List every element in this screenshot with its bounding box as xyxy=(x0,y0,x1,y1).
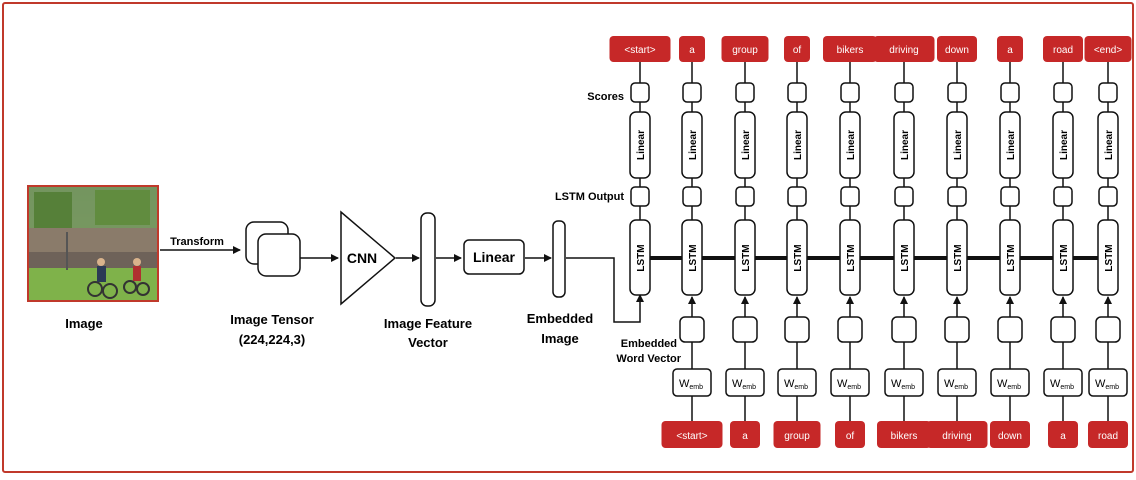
image-feature-vector xyxy=(421,213,435,306)
embedded-word-vector xyxy=(838,317,862,342)
image-feature-label-2: Vector xyxy=(408,335,448,350)
lstm-output-box xyxy=(788,187,806,206)
embedded-word-vector xyxy=(680,317,704,342)
linear-cell-label: Linear xyxy=(900,130,911,160)
lstm-columns: <start>LinearLSTMaLinearLSTMWemb<start>g… xyxy=(610,36,1132,448)
linear-cell-label: Linear xyxy=(1006,130,1017,160)
lstm-cell-label: LSTM xyxy=(846,244,857,271)
lstm-cell-label: LSTM xyxy=(1104,244,1115,271)
score-box xyxy=(736,83,754,102)
linear-cell-label: Linear xyxy=(953,130,964,160)
embedded-image-label-2: Image xyxy=(541,331,579,346)
lstm-cell-label: LSTM xyxy=(1006,244,1017,271)
linear-cell-label: Linear xyxy=(741,130,752,160)
linear-label: Linear xyxy=(473,249,516,265)
cnn-label: CNN xyxy=(347,250,377,266)
lstm-cell-label: LSTM xyxy=(953,244,964,271)
lstm-output-box xyxy=(948,187,966,206)
embedded-word-vector xyxy=(1051,317,1075,342)
embedded-image-vector xyxy=(553,221,565,297)
lstm-output-box xyxy=(736,187,754,206)
lstm-output-box xyxy=(683,187,701,206)
embedded-word-vector xyxy=(998,317,1022,342)
input-photo xyxy=(28,186,158,301)
embedded-word-vector xyxy=(733,317,757,342)
linear-cell-label: Linear xyxy=(1104,130,1115,160)
score-box xyxy=(683,83,701,102)
lstm-output-box xyxy=(1054,187,1072,206)
lstm-cell-label: LSTM xyxy=(793,244,804,271)
input-token-text: driving xyxy=(942,431,971,442)
output-token-text: <end> xyxy=(1094,45,1123,56)
output-token-text: of xyxy=(793,45,802,56)
score-box xyxy=(1099,83,1117,102)
image-tensor-shape: (224,224,3) xyxy=(239,332,306,347)
output-token-text: driving xyxy=(889,45,918,56)
output-token-text: <start> xyxy=(624,45,655,56)
embedded-image-label: Embedded xyxy=(527,311,594,326)
embedded-word-vector xyxy=(892,317,916,342)
linear-cell-label: Linear xyxy=(846,130,857,160)
input-token-text: road xyxy=(1098,431,1118,442)
lstm-output-box xyxy=(631,187,649,206)
embedded-word-vector xyxy=(1096,317,1120,342)
image-tensor-icon xyxy=(246,222,300,276)
score-box xyxy=(948,83,966,102)
image-label: Image xyxy=(65,316,103,331)
score-box xyxy=(841,83,859,102)
input-token-text: <start> xyxy=(676,431,707,442)
lstm-output-box xyxy=(841,187,859,206)
embedded-word-vector xyxy=(945,317,969,342)
time-step-2: groupLinearLSTMWemba xyxy=(722,36,769,448)
output-token-text: road xyxy=(1053,45,1073,56)
output-token-text: a xyxy=(1007,45,1013,56)
embedded-word-vector-label-2: Word Vector xyxy=(616,353,681,365)
scores-label: Scores xyxy=(587,91,624,103)
input-token-text: a xyxy=(742,431,748,442)
linear-cell-label: Linear xyxy=(636,130,647,160)
input-token-text: down xyxy=(998,431,1022,442)
image-tensor-label: Image Tensor xyxy=(230,312,314,327)
linear-cell-label: Linear xyxy=(1059,130,1070,160)
output-token-text: bikers xyxy=(837,45,864,56)
linear-cell-label: Linear xyxy=(688,130,699,160)
input-token-text: a xyxy=(1060,431,1066,442)
lstm-cell-label: LSTM xyxy=(636,244,647,271)
score-box xyxy=(1001,83,1019,102)
input-token-text: group xyxy=(784,431,810,442)
lstm-cell-label: LSTM xyxy=(688,244,699,271)
embedded-word-vector-label: Embedded xyxy=(621,338,677,350)
score-box xyxy=(631,83,649,102)
input-token-text: of xyxy=(846,431,855,442)
lstm-output-box xyxy=(895,187,913,206)
lstm-output-label: LSTM Output xyxy=(555,191,624,203)
score-box xyxy=(895,83,913,102)
output-token-text: group xyxy=(732,45,758,56)
lstm-output-box xyxy=(1001,187,1019,206)
lstm-cell-label: LSTM xyxy=(900,244,911,271)
time-step-6: downLinearLSTMWembdriving xyxy=(927,36,988,448)
score-box xyxy=(1054,83,1072,102)
lstm-cell-label: LSTM xyxy=(741,244,752,271)
lstm-cell-label: LSTM xyxy=(1059,244,1070,271)
score-box xyxy=(788,83,806,102)
output-token-text: down xyxy=(945,45,969,56)
embedded-word-vector xyxy=(785,317,809,342)
input-token-text: bikers xyxy=(891,431,918,442)
output-token-text: a xyxy=(689,45,695,56)
transform-label: Transform xyxy=(170,236,224,248)
image-feature-label: Image Feature xyxy=(384,316,472,331)
lstm-output-box xyxy=(1099,187,1117,206)
linear-cell-label: Linear xyxy=(793,130,804,160)
